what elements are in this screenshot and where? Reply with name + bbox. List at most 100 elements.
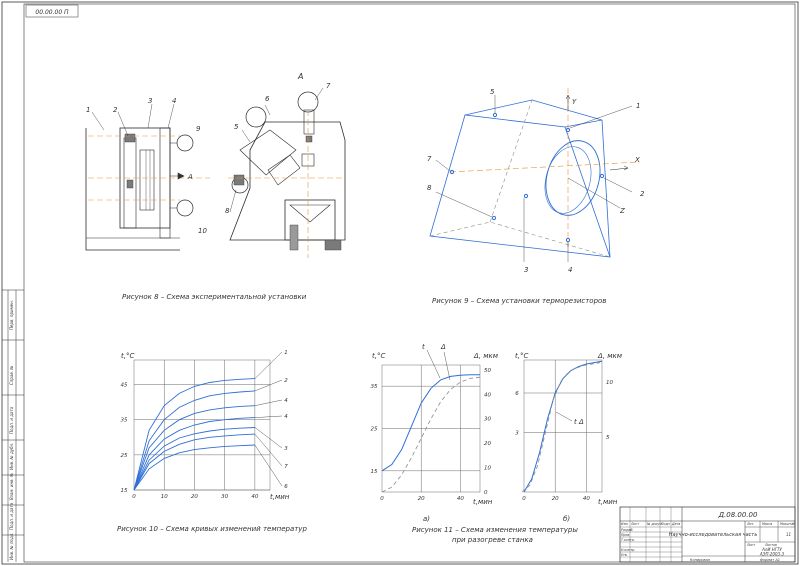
- fig10-leader: [254, 415, 283, 418]
- fig9-callout-3: 4: [568, 266, 572, 274]
- fig8-callout-9: 9: [196, 125, 201, 133]
- tb-row-izm: Изм.: [621, 522, 629, 526]
- fig10-plot-frame: [133, 359, 271, 491]
- fig10-curve-1: [133, 378, 255, 491]
- fig9-callout-1: 1: [636, 102, 640, 110]
- fig11a-curve-t-label: t: [422, 343, 425, 351]
- tb-scale-header: Масштаб: [780, 522, 795, 526]
- fig8-callout-5: 5: [234, 123, 239, 131]
- tb-doc-name: Научно-исследовательская часть: [669, 532, 758, 538]
- fig11a-x-tick: 0: [380, 496, 384, 502]
- fig8-callout-1: 1: [86, 106, 90, 114]
- fig11a-y2-tick: 10: [484, 466, 491, 472]
- stamp-4: Инв. № дубл.: [9, 443, 14, 470]
- fig9-axis-x: X: [634, 156, 640, 164]
- fig11b-curve-t: [523, 360, 603, 493]
- fig10-caption: Рисунок 10 – Схема кривых изменений темп…: [117, 525, 307, 533]
- fig10-x-tick: 30: [221, 494, 228, 500]
- fig11-caption-line1: Рисунок 11 – Схема изменения температуры: [412, 526, 578, 534]
- fig11b-ylabel: t,°C: [515, 352, 528, 360]
- fig11b-x-tick: 40: [583, 496, 590, 502]
- fig11-caption-line2: при разогреве станка: [452, 536, 533, 544]
- fig11b-y2label: Δ, мкм: [597, 352, 623, 360]
- fig9-caption: Рисунок 9 – Схема установки терморезисто…: [432, 297, 606, 305]
- fig10-y-tick: 15: [121, 488, 128, 494]
- fig9-callout-8: 8: [427, 184, 432, 192]
- fig10-y-tick: 45: [121, 383, 128, 389]
- fig10-curve-label: 3: [284, 446, 288, 452]
- fig10-leader: [254, 399, 283, 406]
- tb-doc-number: Д.08.00.00: [718, 511, 758, 519]
- fig10-curve-7: [133, 444, 255, 491]
- fig9-callout-4: 3: [524, 266, 528, 274]
- tb-sheets-label: Листов: [764, 543, 777, 547]
- doc-code-box: 00.00.00 П: [25, 4, 79, 18]
- fig11a-y2-tick: 30: [484, 417, 491, 423]
- fig11a-y2-tick: 40: [484, 392, 491, 398]
- fig11a-curve-delta: [381, 376, 481, 493]
- fig11a-leader-t: [426, 349, 441, 379]
- fig10-curve-5: [133, 427, 255, 491]
- fig10-xlabel: t,мин: [270, 493, 290, 501]
- figure-10-chart: t,°C t,мин Рисунок 10 – Схема кривых изм…: [117, 350, 307, 533]
- fig8-callout-2: 2: [113, 106, 118, 114]
- stamp-2: Справ. №: [9, 366, 14, 385]
- fig11a-y2-tick: 20: [484, 441, 491, 447]
- fig11b-plot-frame: [523, 359, 603, 493]
- fig10-curve-4: [133, 417, 255, 491]
- fig11a-y-tick: 35: [371, 384, 378, 390]
- fig8-arrow-label: А: [187, 173, 193, 181]
- fig11b-y-tick: 3: [515, 431, 519, 437]
- fig9-callout-2: 2: [640, 190, 645, 198]
- fig10-x-tick: 20: [191, 494, 198, 500]
- fig10-y-tick: 35: [121, 418, 128, 424]
- stamp-6: Подп. и дата: [9, 502, 14, 530]
- stamp-1: Перв. примен.: [9, 300, 14, 330]
- fig10-curve-label: 4: [284, 414, 288, 420]
- fig9-callout-5: 5: [490, 88, 495, 96]
- fig10-curve-label: 1: [284, 350, 288, 356]
- fig10-curve-2: [133, 390, 255, 491]
- fig11a-ylabel: t,°C: [372, 352, 385, 360]
- tb-sheet-label: Лист: [746, 543, 755, 547]
- fig8-callout-4: 4: [172, 97, 176, 105]
- figure-9: Y X Z 5 1 2 4 3 7 8 Рисунок 9 – Схема ус…: [427, 88, 645, 305]
- doc-code-text: 00.00.00 П: [35, 9, 69, 16]
- fig11a-y2-tick: 50: [484, 368, 491, 374]
- tb-row-date: Дата: [671, 522, 680, 526]
- tb-row-nkontr: Н.контр.: [621, 548, 635, 552]
- fig10-x-tick: 10: [161, 494, 168, 500]
- fig10-leader: [254, 379, 283, 392]
- fig10-x-tick: 0: [132, 494, 136, 500]
- fig11a-y2label: Δ, мкм: [473, 352, 499, 360]
- fig8-callout-3: 3: [148, 97, 152, 105]
- fig11a-y-tick: 25: [371, 427, 378, 433]
- fig8-callout-10: 10: [198, 227, 207, 235]
- fig11a-sub-label: а): [423, 515, 430, 523]
- fig11b-y-tick: 6: [515, 391, 519, 397]
- fig8-callout-7: 7: [326, 82, 331, 90]
- fig11b-x-tick: 20: [552, 496, 559, 502]
- fig11a-x-tick: 20: [418, 496, 425, 502]
- fig11b-x-tick: 0: [522, 496, 526, 502]
- fig11a-x-tick: 40: [457, 496, 464, 502]
- tb-sheets-count: 11: [786, 532, 791, 537]
- fig10-curve-label: 6: [284, 484, 288, 490]
- fig9-axis-y: Y: [572, 98, 577, 106]
- fig10-x-tick: 40: [251, 494, 258, 500]
- fig11a-leader-d: [443, 351, 451, 381]
- fig9-axis-z: Z: [619, 207, 625, 215]
- fig10-leader: [254, 434, 283, 467]
- side-stamps: Перв. примен. Справ. № Подп. и дата Инв.…: [2, 289, 24, 562]
- tb-org-line1: АлИ НГТУ: [761, 547, 782, 552]
- fig11a-curve-d-label: Δ: [440, 343, 446, 351]
- fig11b-leader: [555, 411, 573, 422]
- fig11a-y2-tick: 0: [484, 490, 488, 496]
- tb-org-line2: АЭП-2003-3: [759, 552, 785, 557]
- tb-row-tkontr: Т.контр.: [621, 538, 635, 542]
- inner-frame: [23, 3, 796, 563]
- fig9-callout-7: 7: [427, 155, 432, 163]
- fig11b-curve-delta: [521, 362, 601, 493]
- stamp-3: Подп. и дата: [9, 406, 14, 434]
